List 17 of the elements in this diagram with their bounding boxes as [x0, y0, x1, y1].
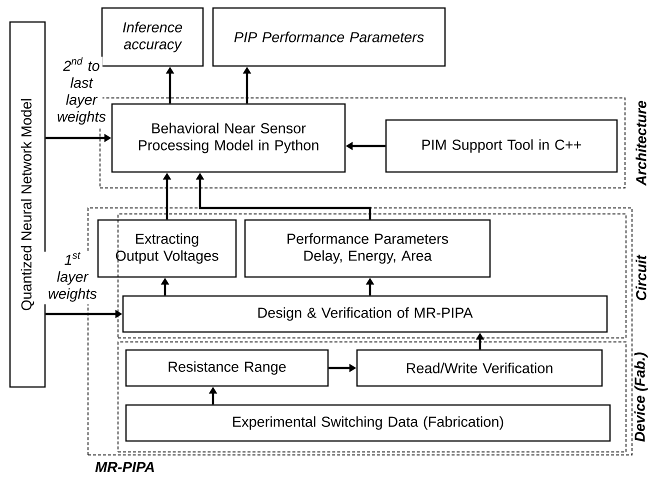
dashed-region: [118, 214, 646, 338]
process-box: Experimental Switching Data (Fabrication): [125, 404, 611, 442]
region-label: Architecture: [636, 100, 646, 186]
model-box: Quantized Neural Network Model: [9, 21, 46, 388]
region-label: MR-PIPA: [95, 462, 154, 472]
region-label: Circuit: [636, 254, 646, 300]
region-label: Device (Fab.): [634, 352, 648, 442]
process-box: PIP Performance Parameters: [212, 7, 446, 67]
process-box: PIM Support Tool in C++: [385, 119, 618, 173]
dashed-region: [118, 342, 648, 452]
process-box: Inference accuracy: [101, 7, 204, 67]
process-box: Behavioral Near Sensor Processing Model in Python: [111, 103, 346, 173]
process-box: Performance Parameters Delay, Energy, Area: [244, 219, 491, 278]
process-box: Design & Verification of MR-PIPA: [122, 295, 608, 333]
process-box: Extracting Output Voltages: [97, 219, 237, 278]
process-box: Resistance Range: [125, 349, 329, 387]
process-box: Read/Write Verification: [356, 349, 603, 387]
